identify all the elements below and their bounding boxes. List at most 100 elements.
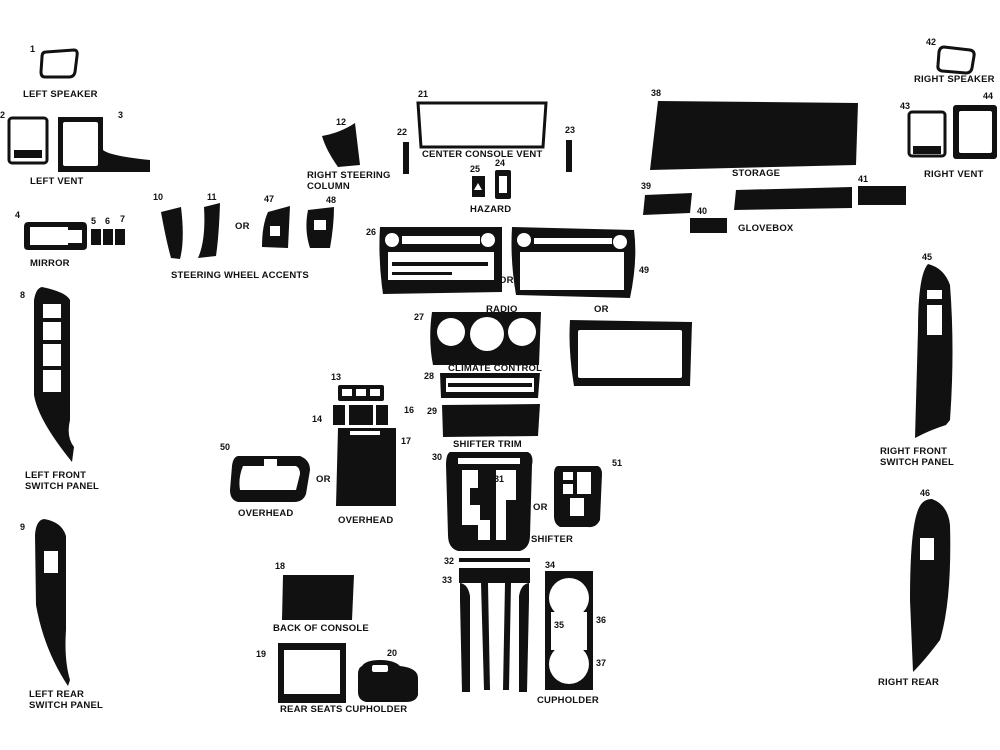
climate-strip-piece-28 [440,373,540,398]
part-number-15: 15 [356,408,366,418]
part-number-3: 3 [118,110,123,120]
part-number-32: 32 [444,556,454,566]
part-number-16: 16 [404,405,414,415]
rear-seats-cupholder-piece-19 [278,643,346,703]
climate-control-label: CLIMATE CONTROL [448,363,542,374]
right-speaker-label: RIGHT SPEAKER [914,74,995,85]
overhead-piece-13 [338,385,384,401]
part-number-38: 38 [651,88,661,98]
part-number-24: 24 [495,158,505,168]
overhead-label-b: OVERHEAD [338,515,393,526]
part-number-2: 2 [0,110,5,120]
part-number-48: 48 [326,195,336,205]
console-strip-32 [459,558,530,562]
shifter-piece-30 [446,452,533,551]
part-number-14: 14 [312,414,322,424]
part-number-49: 49 [639,265,649,275]
part-number-31: 31 [494,474,504,484]
right-rear-label: RIGHT REAR [878,677,939,688]
right-speaker-piece [936,45,976,75]
steering-accent-10 [161,207,183,259]
overhead-piece-16 [376,405,388,425]
part-number-7: 7 [120,214,125,224]
glovebox-piece-41 [858,186,906,205]
part-number-39: 39 [641,181,651,191]
mirror-button-6 [103,229,113,245]
left-vent-piece-3 [58,117,150,172]
glovebox-label: GLOVEBOX [738,223,794,234]
overhead-piece-17 [336,428,396,506]
part-number-46: 46 [920,488,930,498]
or-label-overhead: OR [316,474,331,485]
steering-wheel-accents-label: STEERING WHEEL ACCENTS [171,270,309,281]
part-number-40: 40 [697,206,707,216]
part-number-47: 47 [264,194,274,204]
overhead-piece-50 [230,456,310,502]
part-number-21: 21 [418,89,428,99]
right-rear-piece [910,499,951,672]
steering-accent-47 [262,206,290,248]
part-number-12: 12 [336,117,346,127]
vent-strip-23 [566,140,572,172]
part-number-18: 18 [275,561,285,571]
hazard-piece-24 [495,170,511,199]
hazard-label: HAZARD [470,204,511,215]
right-front-switch-label-1: RIGHT FRONT [880,446,947,457]
right-front-switch-label-2: SWITCH PANEL [880,457,954,468]
left-vent-label: LEFT VENT [30,176,84,187]
mirror-label: MIRROR [30,258,70,269]
steering-accent-11 [198,203,220,258]
storage-piece-38 [650,101,858,170]
right-front-switch-panel-piece [915,264,953,438]
part-number-35: 35 [554,620,564,630]
steering-accent-48 [306,207,334,248]
rear-seats-cupholder-piece-20 [358,660,418,702]
climate-alt-piece [569,320,692,386]
shifter-trim-piece-29 [442,404,540,437]
part-number-8: 8 [20,290,25,300]
shifter-trim-label: SHIFTER TRIM [453,439,522,450]
part-number-27: 27 [414,312,424,322]
overhead-label-a: OVERHEAD [238,508,293,519]
shifter-label: SHIFTER [531,534,573,545]
part-number-29: 29 [427,406,437,416]
right-steering-label-2: COLUMN [307,181,350,192]
right-vent-piece-43 [907,110,947,158]
cupholder-label: CUPHOLDER [537,695,599,706]
overhead-piece-14 [333,405,345,425]
radio-label: RADIO [486,304,518,315]
part-number-20: 20 [387,648,397,658]
left-speaker-label: LEFT SPEAKER [23,89,98,100]
mirror-button-5 [91,229,101,245]
part-number-25: 25 [470,164,480,174]
part-number-13: 13 [331,372,341,382]
vent-strip-22 [403,142,409,174]
part-number-23: 23 [565,125,575,135]
left-rear-switch-panel-piece [35,519,70,686]
left-speaker-piece [39,48,79,79]
part-number-5: 5 [91,216,96,226]
part-number-36: 36 [596,615,606,625]
shifter-piece-51 [554,466,602,528]
part-number-26: 26 [366,227,376,237]
cupholder-piece-34 [545,571,593,690]
radio-piece-49 [511,227,636,298]
climate-control-piece-27 [430,312,541,365]
mirror-button-7 [115,229,125,245]
radio-piece-26 [379,227,502,294]
overhead-piece-15 [349,405,373,425]
left-front-switch-label-1: LEFT FRONT [25,470,86,481]
part-number-28: 28 [424,371,434,381]
rear-seats-cupholder-label: REAR SEATS CUPHOLDER [280,704,407,715]
part-number-17: 17 [401,436,411,446]
part-number-30: 30 [432,452,442,462]
mirror-piece [24,222,87,250]
part-number-45: 45 [922,252,932,262]
or-label-climate: OR [594,304,609,315]
center-console-vent-piece [416,101,548,149]
glovebox-strip-39a [643,193,692,215]
left-vent-piece-2 [7,116,49,165]
console-rails-piece-33 [459,568,530,692]
part-number-42: 42 [926,37,936,47]
